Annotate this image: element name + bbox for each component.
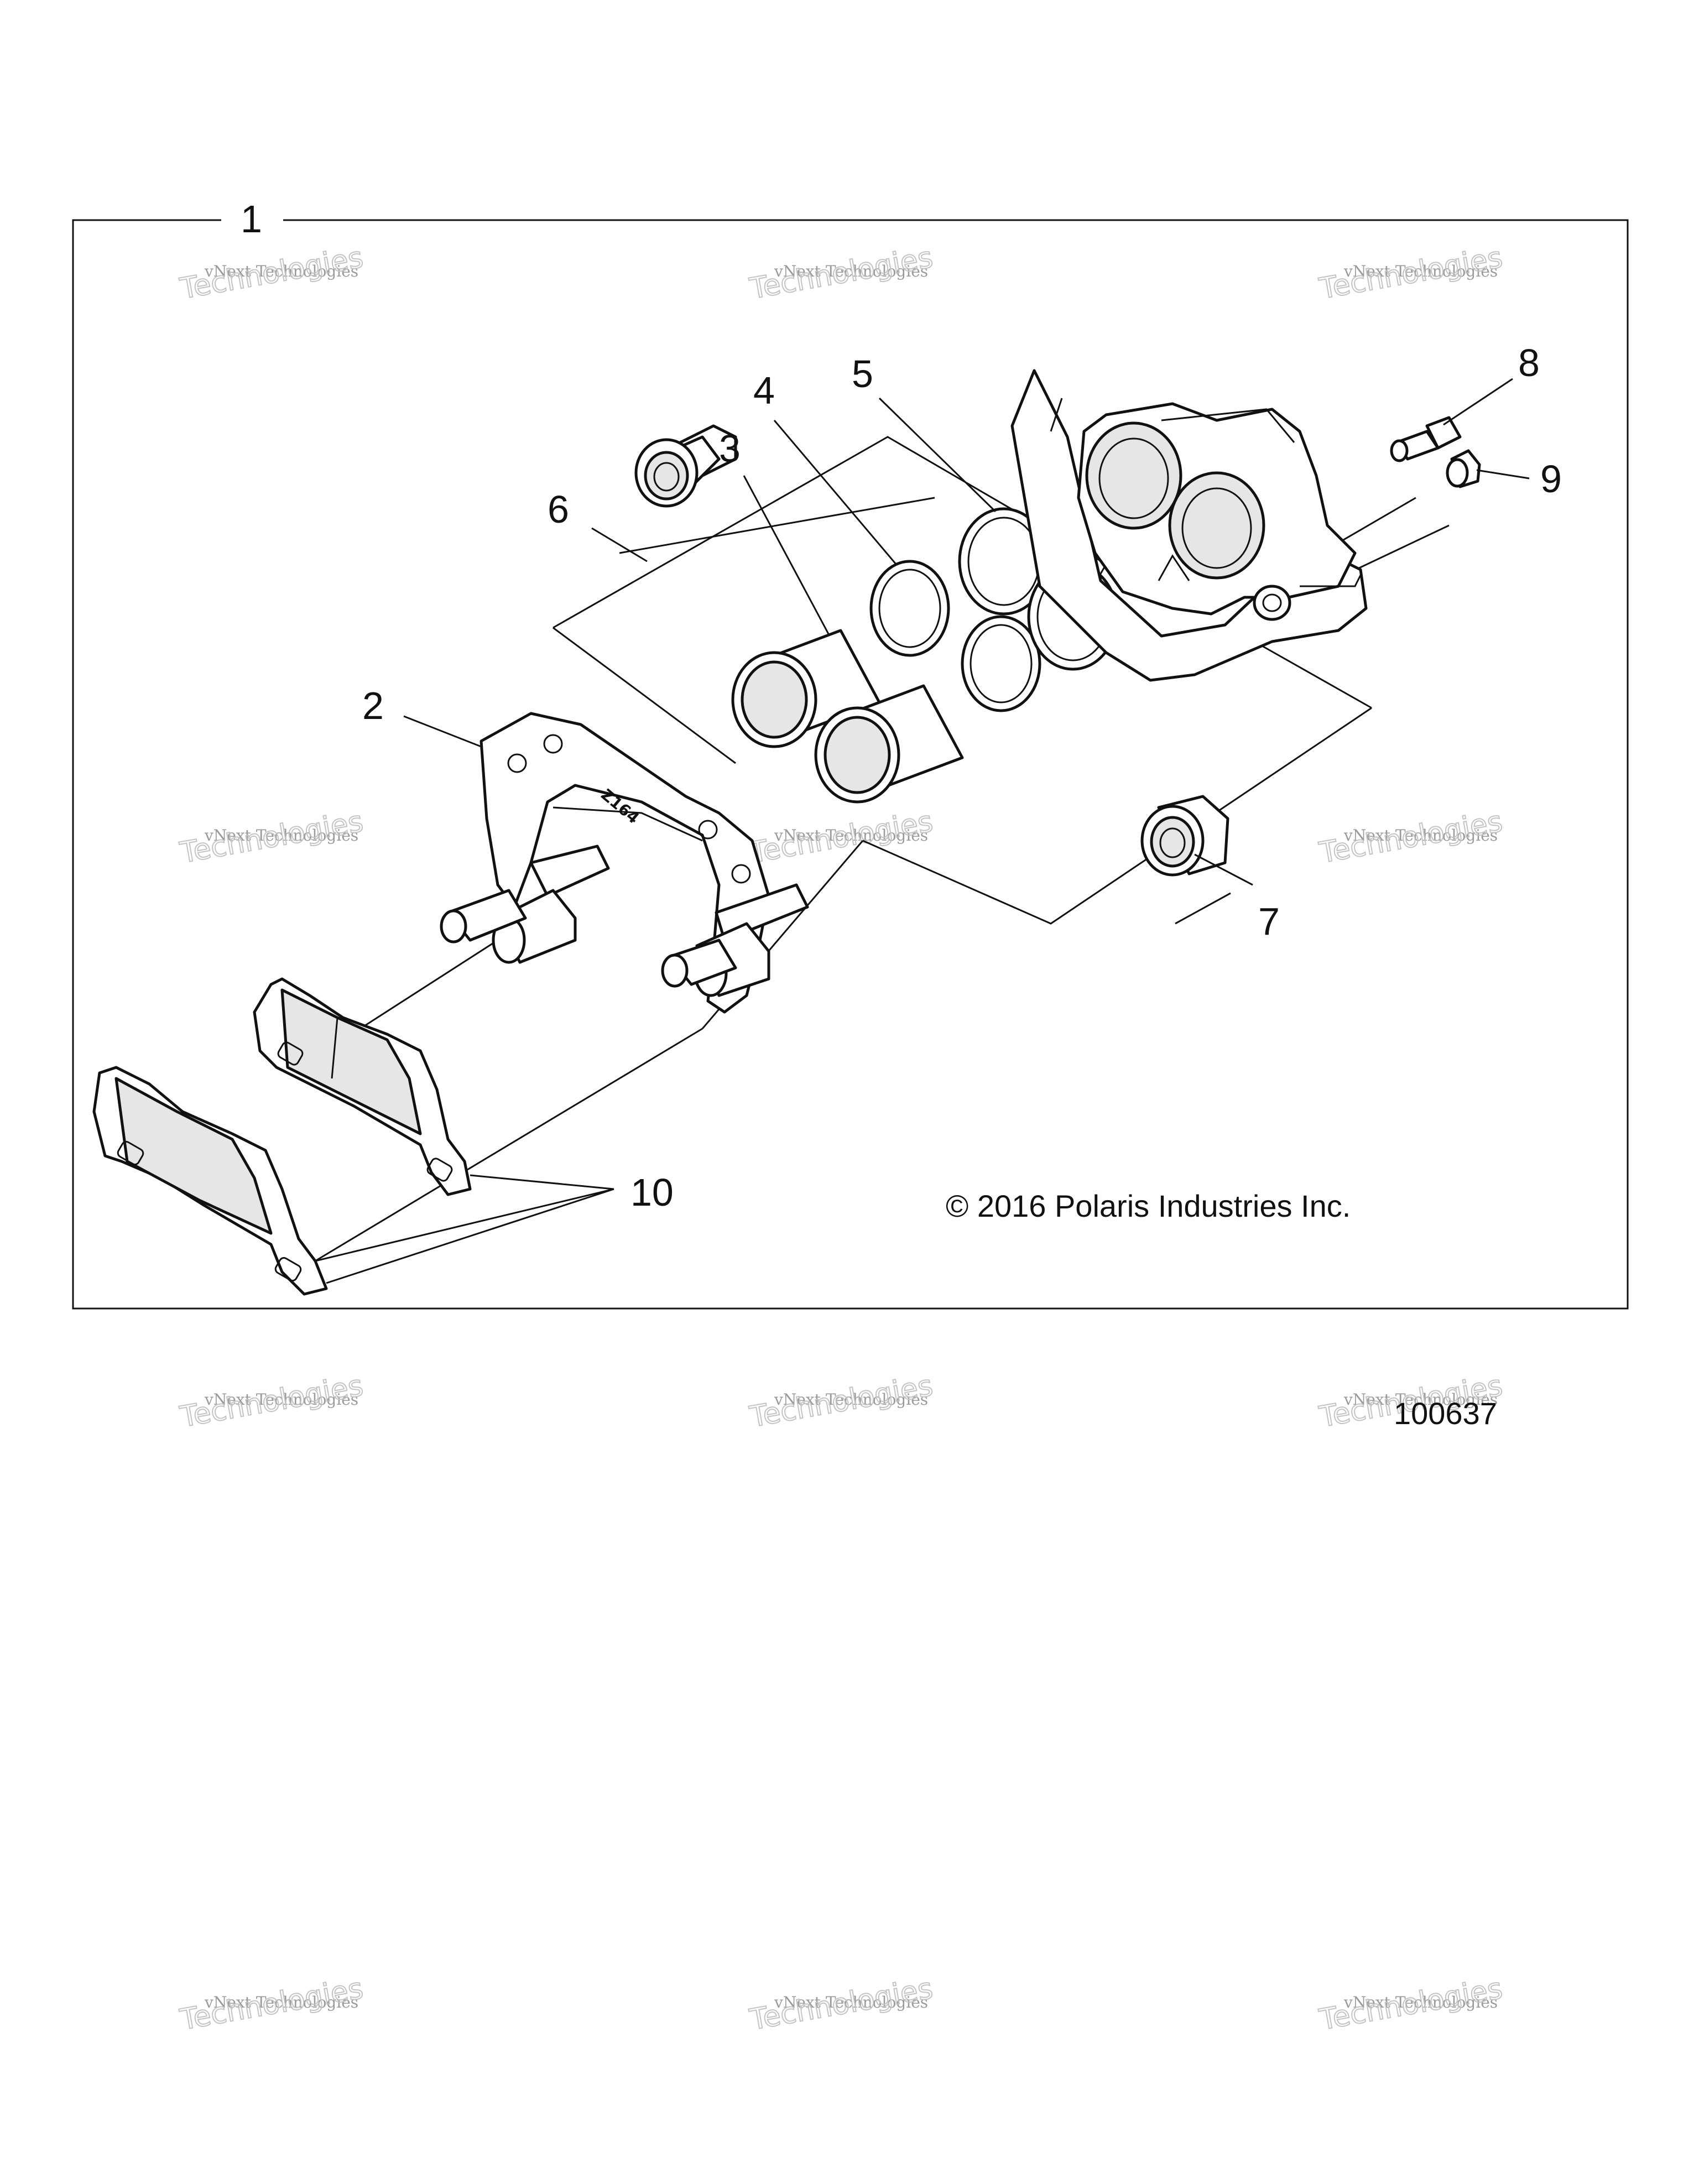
callout-3: 3 <box>719 427 741 470</box>
watermark-line1: vNext Technologies <box>774 826 928 845</box>
watermark-line1: vNext Technologies <box>1343 1390 1498 1409</box>
callout-9: 9 <box>1540 457 1562 501</box>
watermark-line1: vNext Technologies <box>204 262 358 280</box>
watermark-line2: Technologies <box>178 1369 366 1434</box>
watermark-line1: vNext Technologies <box>204 1390 358 1409</box>
watermark-line1: vNext Technologies <box>1343 826 1498 845</box>
assembly-frame <box>72 219 1629 1310</box>
watermark-line1: vNext Technologies <box>774 262 928 280</box>
piston-part-3 <box>731 629 964 804</box>
callout-labels: 1 2 3 4 5 6 7 8 9 10 <box>241 197 1562 1214</box>
seal-part-4 <box>869 560 1041 712</box>
copyright-notice: © 2016 Polaris Industries Inc. <box>946 1189 1351 1223</box>
figure-number: 100637 <box>1394 1396 1497 1431</box>
watermark-line1: vNext Technologies <box>774 1993 928 2011</box>
callout-6: 6 <box>548 488 569 531</box>
bleeder-screw-part-8 <box>1390 416 1462 462</box>
watermark-line2: Technologies <box>747 1972 935 2037</box>
watermark-line1: vNext Technologies <box>204 1993 358 2011</box>
caliper-housing <box>1010 369 1368 682</box>
callout-4: 4 <box>753 369 775 412</box>
watermark-line2: Technologies <box>1317 1972 1505 2037</box>
watermark-line2: Technologies <box>747 1369 935 1434</box>
watermark-line1: vNext Technologies <box>1343 1993 1498 2011</box>
callout-10: 10 <box>630 1171 674 1214</box>
watermark-line2: Technologies <box>1317 805 1505 870</box>
watermark-line2: Technologies <box>1317 241 1505 306</box>
callout-8: 8 <box>1518 341 1540 384</box>
bushing-part-7 <box>1140 795 1229 877</box>
callout-7: 7 <box>1258 900 1280 943</box>
callout-2: 2 <box>362 684 384 727</box>
watermark-line2: Technologies <box>178 241 366 306</box>
watermark-line2: Technologies <box>747 241 935 306</box>
callout-1: 1 <box>241 197 262 241</box>
callout-5: 5 <box>852 352 873 395</box>
leader-lines <box>315 378 1530 1284</box>
bushing-part-6 <box>634 424 737 508</box>
watermark-line1: vNext Technologies <box>1343 262 1498 280</box>
watermark-line1: vNext Technologies <box>774 1390 928 1409</box>
cap-part-9 <box>1446 449 1481 488</box>
watermark-line2: Technologies <box>178 805 366 870</box>
watermark-line2: Technologies <box>178 1972 366 2037</box>
guide-pins <box>440 889 770 997</box>
watermark-line1: vNext Technologies <box>204 826 358 845</box>
brake-pad-part-10 <box>92 977 472 1296</box>
